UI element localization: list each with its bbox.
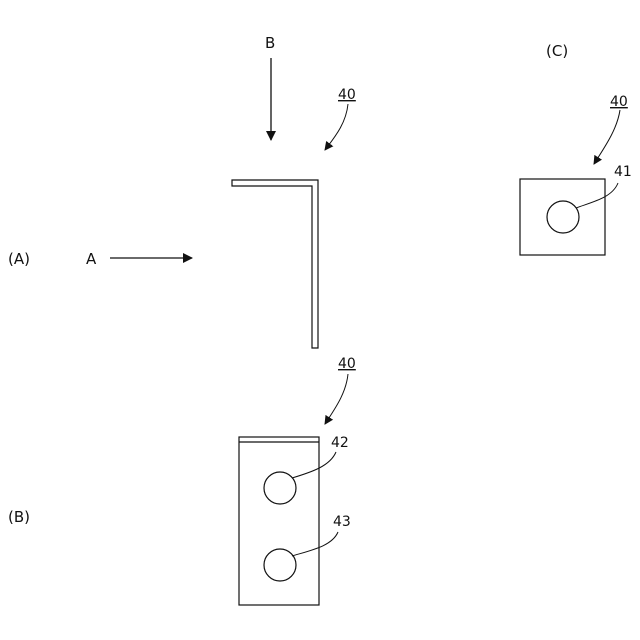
leader-43	[292, 532, 338, 556]
plate-c	[520, 179, 605, 255]
view-c: (C) 40 41	[520, 42, 632, 255]
leader-42	[292, 452, 336, 478]
part-ref-40-a: 40	[338, 87, 356, 103]
hole-ref-43: 43	[333, 514, 351, 530]
part-ref-40-b: 40	[338, 356, 356, 372]
view-a: (A) A B 40	[8, 34, 356, 348]
hole-42	[264, 472, 296, 504]
view-b: (B) 40 42 43	[8, 356, 356, 605]
bracket-profile	[232, 180, 318, 348]
part-ref-40-c: 40	[610, 94, 628, 110]
hole-ref-42: 42	[331, 435, 349, 451]
leader-41	[576, 183, 618, 208]
leader-40-b	[325, 374, 348, 424]
hole-43	[264, 549, 296, 581]
arrow-a-label: A	[86, 250, 97, 268]
plate-b	[239, 437, 319, 605]
view-c-label: (C)	[546, 42, 568, 60]
leader-40-c	[594, 110, 620, 164]
hole-ref-41: 41	[614, 164, 632, 180]
hole-41	[547, 201, 579, 233]
view-a-label: (A)	[8, 250, 30, 268]
view-b-label: (B)	[8, 508, 30, 526]
leader-40-a	[325, 104, 348, 150]
arrow-b-label: B	[265, 34, 275, 52]
